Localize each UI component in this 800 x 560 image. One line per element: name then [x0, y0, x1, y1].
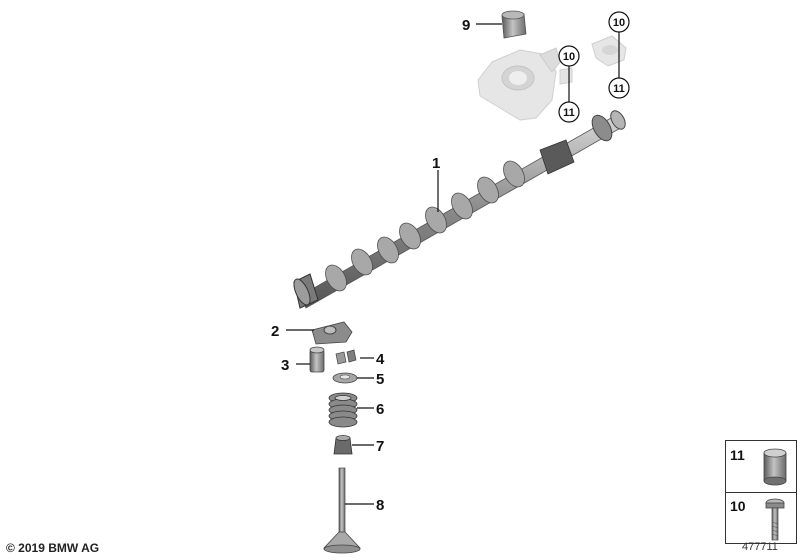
- bracket-ghost-right: [591, 35, 627, 67]
- valve-stem-seal-7: [333, 435, 353, 455]
- callout-10-left: 10: [558, 45, 580, 67]
- copyright-text: © 2019 BMW AG: [6, 541, 100, 555]
- spring-retainer-5: [332, 372, 358, 384]
- callout-3: 3: [281, 357, 289, 374]
- legend-row-11: 11: [726, 441, 796, 493]
- reference-number: 477711: [742, 541, 778, 553]
- callout-9: 9: [462, 17, 470, 34]
- callout-6: 6: [376, 401, 384, 418]
- bushing-ghost-left: [559, 67, 573, 85]
- callout-8: 8: [376, 497, 384, 514]
- legend-box: 11 10: [725, 440, 797, 544]
- callout-1: 1: [432, 155, 440, 172]
- callout-11-left: 11: [558, 101, 580, 123]
- callout-10-right: 10: [608, 11, 630, 33]
- legend-number-10: 10: [730, 498, 746, 514]
- callout-7: 7: [376, 438, 384, 455]
- bearing-housing-ghost: [477, 47, 561, 121]
- svg-text:10: 10: [563, 51, 575, 63]
- callout-5: 5: [376, 371, 384, 388]
- callout-11-right: 11: [608, 77, 630, 99]
- callout-2: 2: [271, 323, 279, 340]
- bushing-icon: [763, 448, 787, 486]
- bolt-icon: [765, 498, 785, 541]
- svg-text:11: 11: [613, 83, 625, 95]
- callout-4: 4: [376, 351, 385, 368]
- legend-row-10: 10: [726, 492, 796, 543]
- valve-8: [323, 467, 361, 554]
- rocker-arm-2: [311, 321, 353, 345]
- camshaft: [293, 110, 626, 309]
- valve-spring-6: [328, 392, 358, 428]
- valve-keepers-4: [335, 349, 357, 365]
- svg-text:11: 11: [563, 107, 575, 119]
- svg-text:10: 10: [613, 17, 625, 29]
- legend-number-11: 11: [730, 447, 745, 463]
- leader-lines: [286, 23, 620, 505]
- lifter-3: [309, 346, 325, 373]
- bushing-9: [501, 10, 527, 39]
